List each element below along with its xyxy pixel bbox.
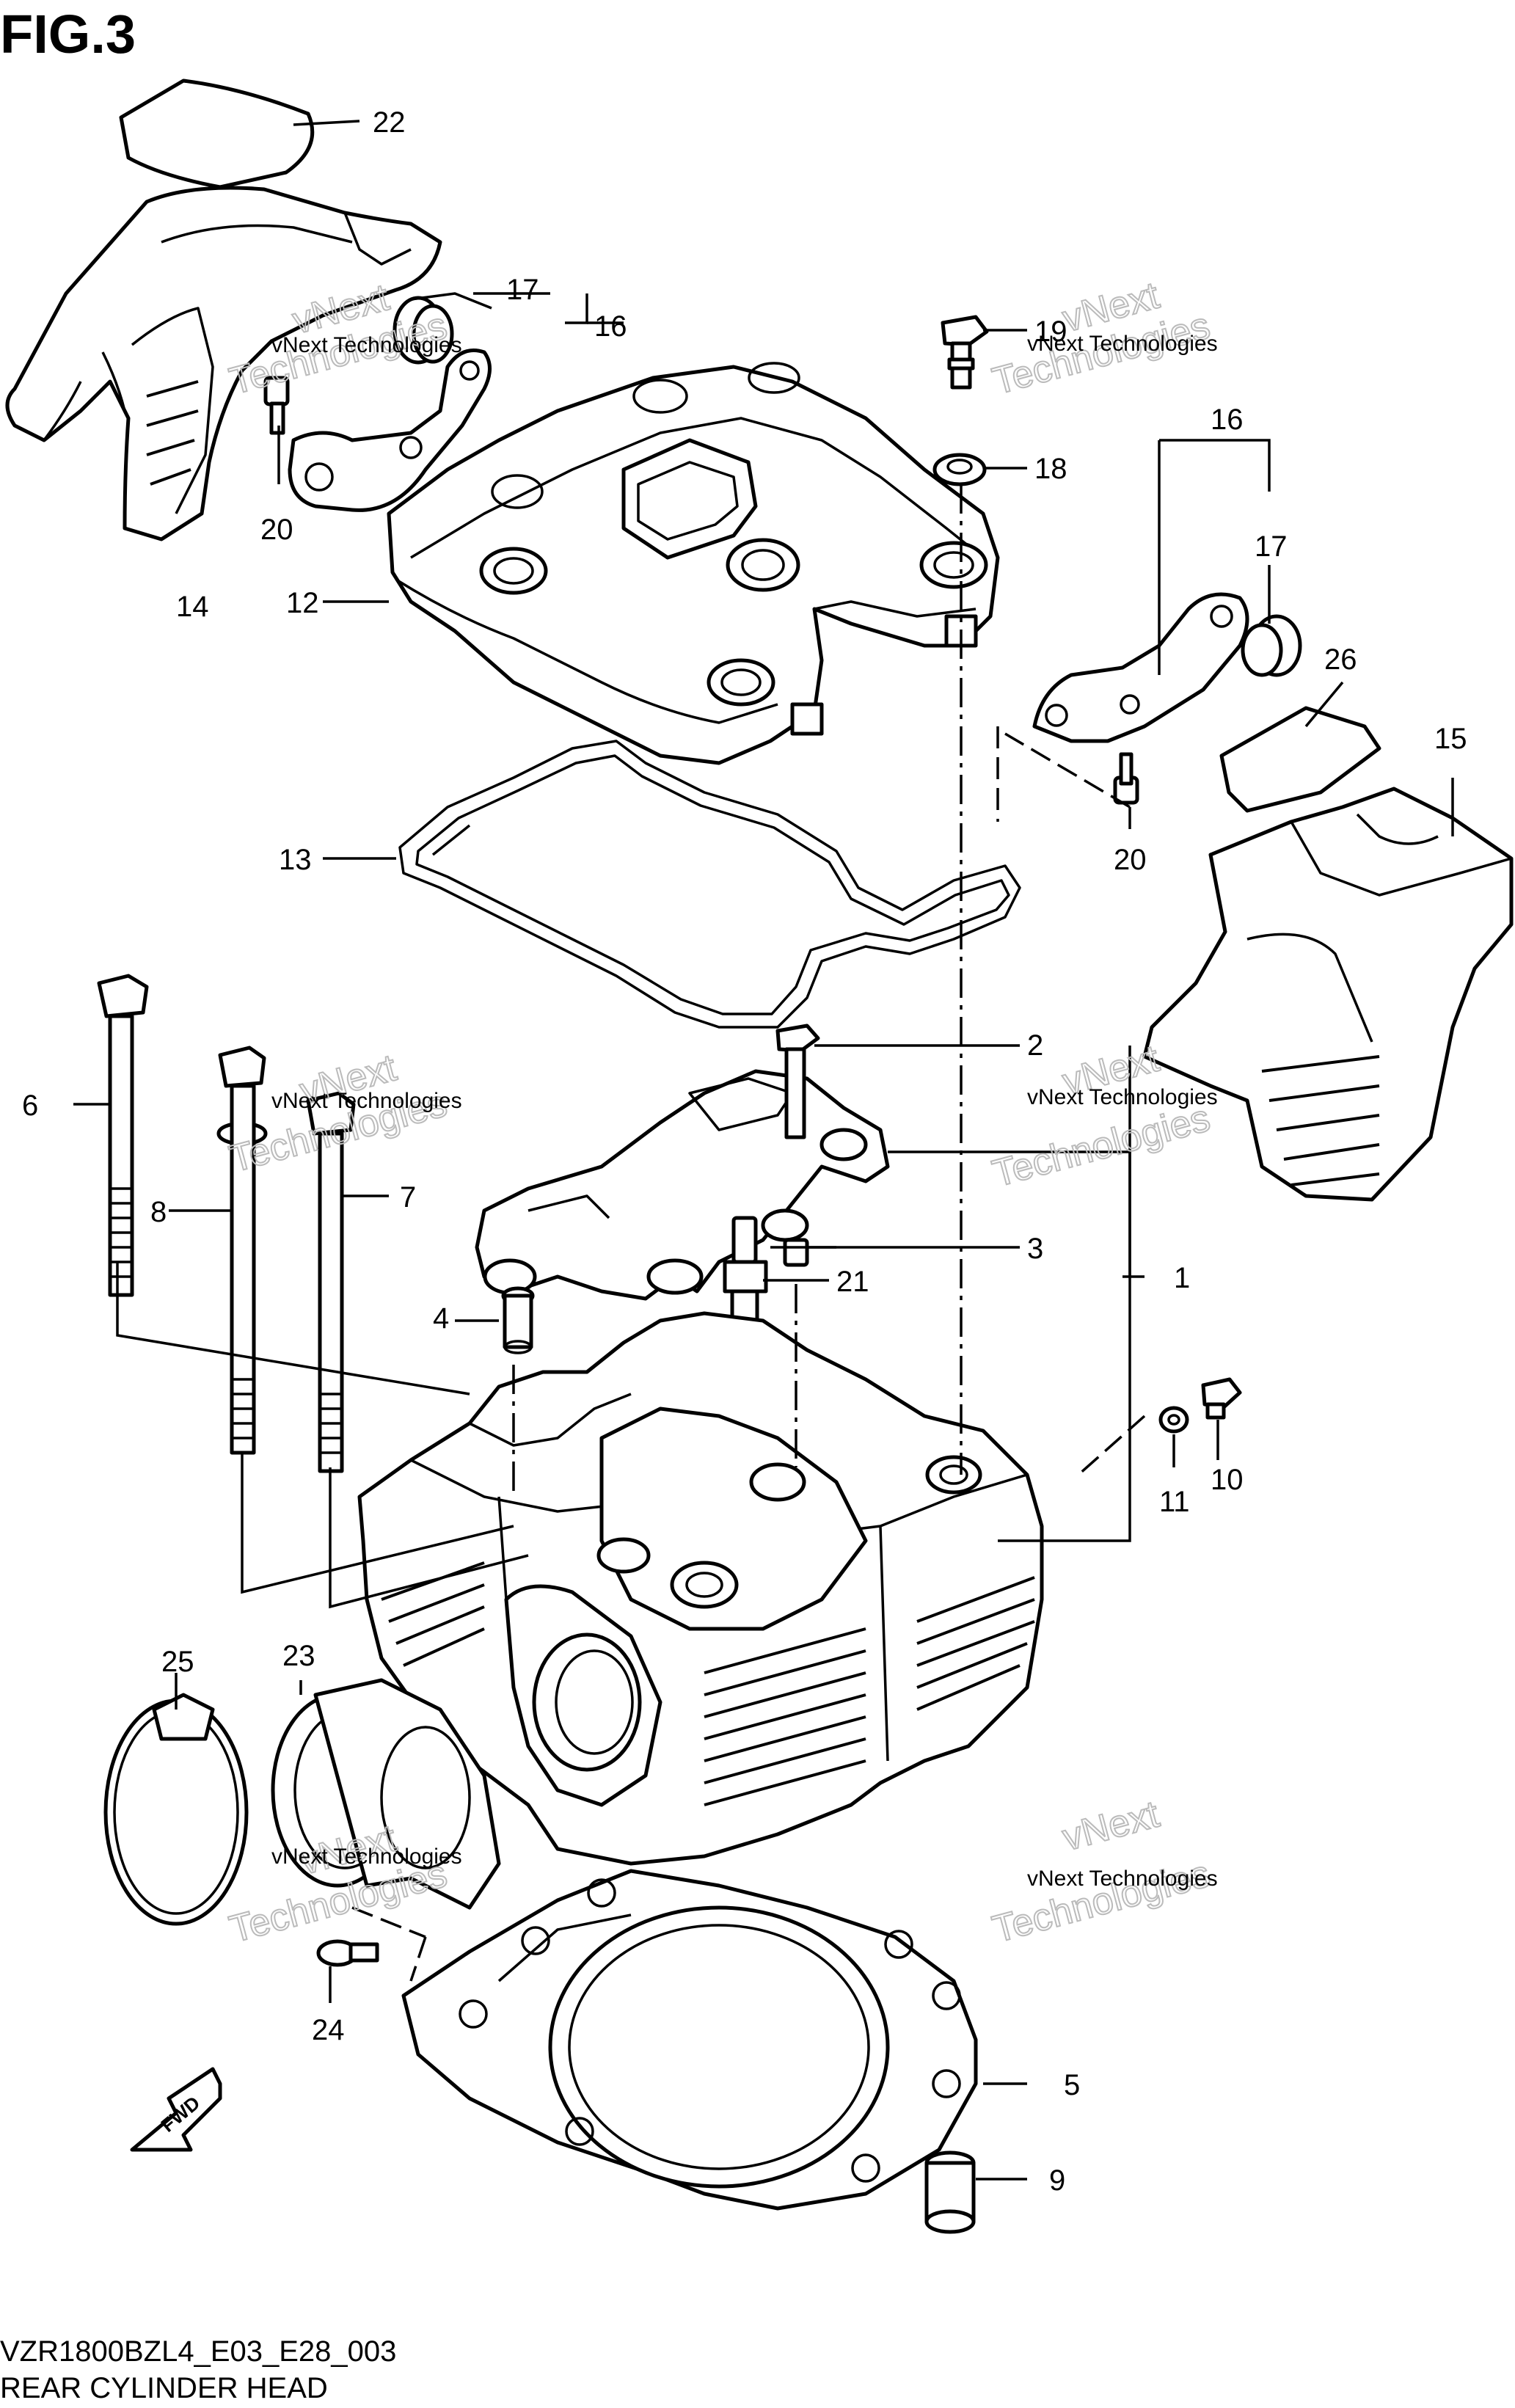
- callout-25: 22: [373, 106, 406, 139]
- part-16-left-bracket: [288, 349, 492, 512]
- callout-16-left: 16: [594, 310, 627, 343]
- callout-8: 8: [150, 1196, 167, 1228]
- part-1-cylinder-head: [357, 1311, 1044, 1866]
- watermark-line: vNext Technologies: [1027, 1085, 1218, 1109]
- callout-11: 11: [1159, 1486, 1190, 1518]
- callout-17-right: 17: [1255, 530, 1288, 563]
- callout-26: 26: [1324, 643, 1357, 676]
- alignment-lines: [351, 484, 1146, 1982]
- diagram-title: REAR CYLINDER HEAD: [0, 2372, 328, 2404]
- watermark-line: vNext Technologies: [271, 1845, 462, 1869]
- part-14-left-cover: [5, 186, 442, 541]
- callout-15: 15: [1434, 723, 1467, 755]
- svg-text:Technologies: Technologies: [988, 1097, 1214, 1196]
- fwd-arrow-icon: FWD: [130, 2067, 222, 2152]
- callout-17-left: 17: [506, 274, 539, 306]
- callout-19: 19: [1034, 315, 1067, 348]
- part-6-bolt: [97, 974, 149, 1297]
- part-12-head-cover: [387, 362, 1000, 765]
- part-19-bolt: [941, 315, 989, 390]
- figure-label: FIG.3: [0, 4, 136, 65]
- callout-10: 10: [1211, 1464, 1244, 1496]
- callout-20-left: 20: [260, 514, 293, 546]
- part-9-dowel: [924, 2150, 976, 2234]
- part-3-rocker-support: [475, 1069, 890, 1301]
- watermark-line: vNext Technologies: [1027, 1867, 1218, 1891]
- part-11-washer: [1158, 1406, 1189, 1434]
- callout-14: 14: [176, 591, 209, 623]
- part-16-right-bracket: [1032, 592, 1249, 743]
- model-code: VZR1800BZL4_E03_E28_003: [0, 2335, 396, 2368]
- callout-12: 12: [286, 587, 319, 619]
- callout-6: 6: [22, 1090, 38, 1122]
- callout-7: 7: [400, 1181, 416, 1214]
- part-22-intake-pipe: [271, 1678, 501, 1910]
- callout-21: 21: [836, 1266, 869, 1298]
- callout-20-right: 20: [1114, 844, 1147, 876]
- part-5-head-gasket: [401, 1869, 978, 2211]
- callout-2: 2: [1027, 1029, 1043, 1062]
- callout-3: 3: [1027, 1233, 1043, 1265]
- part-2-bolt: [775, 1024, 820, 1139]
- watermark-line: vNext Technologies: [1027, 332, 1218, 356]
- callout-13: 13: [279, 844, 312, 876]
- part-20-right-bolt: [1113, 752, 1139, 805]
- watermark-2: Technologies vNext vNext Technologies: [988, 274, 1218, 404]
- callout-22: 23: [282, 1640, 315, 1672]
- callout-18: 18: [1034, 453, 1067, 485]
- part-8-bolt: [216, 1046, 268, 1455]
- leader-lines: [73, 120, 1454, 2181]
- part-23-screw: [316, 1939, 379, 1967]
- part-25-pad: [119, 79, 315, 189]
- part-13-gasket: [398, 740, 1021, 1029]
- part-3-dowel: [783, 1238, 809, 1267]
- callout-5: 5: [1064, 2069, 1080, 2101]
- part-7-bolt: [306, 1091, 356, 1473]
- part-15-right-cover: [1142, 787, 1514, 1202]
- part-18-washer: [932, 453, 987, 486]
- callouts: 22 17 16 20 14 12 13 19 18 16 17 26 15 2…: [22, 106, 1467, 2197]
- callout-9: 9: [1049, 2164, 1065, 2197]
- watermark-6: Technologies vNext vNext Technologies: [988, 1792, 1218, 1952]
- part-20-left-bolt: [263, 376, 290, 435]
- part-21-spark-plug: [723, 1216, 768, 1323]
- part-26-pad: [1219, 706, 1381, 813]
- callout-23: 24: [312, 2014, 345, 2046]
- part-10-bolt: [1201, 1377, 1242, 1420]
- part-24-clamp: [103, 1693, 249, 1926]
- part-17-left-grommet: [393, 296, 454, 365]
- svg-text:vNext: vNext: [1058, 1793, 1164, 1860]
- watermark-line: vNext Technologies: [271, 333, 462, 357]
- callout-4: 4: [433, 1302, 449, 1335]
- callout-16-right: 16: [1211, 404, 1244, 436]
- part-17-right-grommet: [1241, 614, 1302, 677]
- callout-1: 1: [1174, 1262, 1190, 1294]
- watermark-line: vNext Technologies: [271, 1089, 462, 1113]
- part-4-pin: [501, 1286, 535, 1354]
- callout-24: 25: [161, 1646, 194, 1678]
